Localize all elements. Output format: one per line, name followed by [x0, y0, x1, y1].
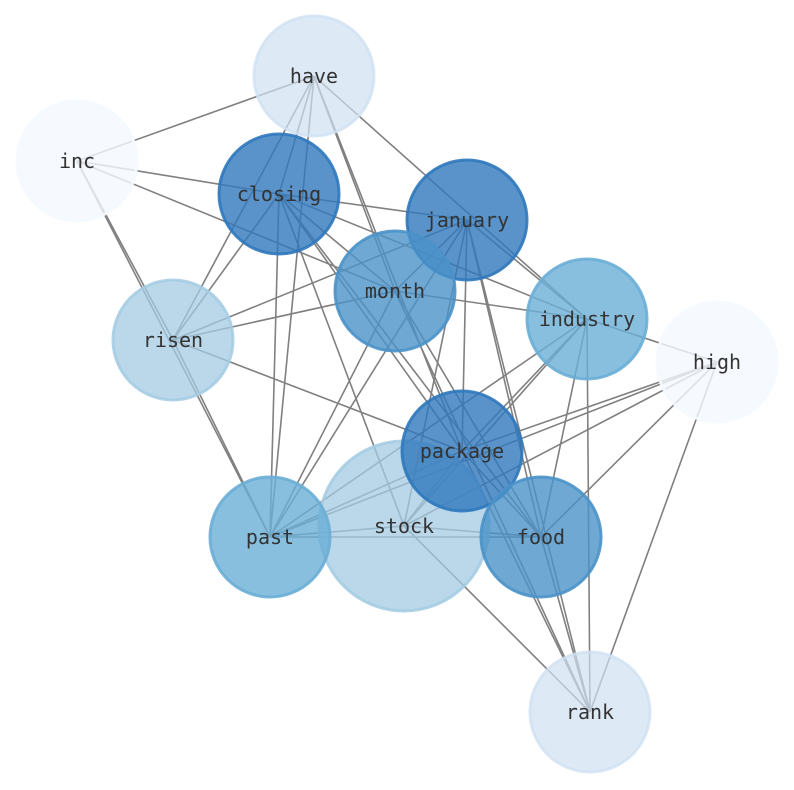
node-circle-past[interactable] — [208, 475, 332, 599]
node-inc[interactable]: inc — [15, 99, 139, 223]
node-circle-month[interactable] — [333, 229, 457, 353]
node-label-food: food — [517, 525, 565, 549]
node-label-rank: rank — [566, 700, 614, 724]
node-label-inc: inc — [59, 149, 95, 173]
node-label-stock: stock — [374, 514, 434, 538]
node-circle-industry[interactable] — [525, 257, 649, 381]
node-label-month: month — [365, 279, 425, 303]
node-circle-closing[interactable] — [217, 132, 341, 256]
node-high[interactable]: high — [655, 300, 779, 424]
node-label-industry: industry — [539, 307, 635, 331]
node-industry[interactable]: industry — [525, 257, 649, 381]
node-circle-risen[interactable] — [111, 278, 235, 402]
nodes-layer: have inc closing january month industry risen h… — [15, 14, 779, 774]
node-label-january: january — [425, 208, 509, 232]
node-past[interactable]: past — [208, 475, 332, 599]
node-circle-inc[interactable] — [15, 99, 139, 223]
edge-january-rank — [466, 219, 591, 713]
node-circle-package[interactable] — [400, 389, 524, 513]
edge-high-rank — [589, 361, 718, 713]
node-month[interactable]: month — [333, 229, 457, 353]
node-label-risen: risen — [143, 328, 203, 352]
node-circle-rank[interactable] — [528, 650, 652, 774]
node-label-closing: closing — [237, 182, 321, 206]
node-label-package: package — [420, 439, 504, 463]
node-circle-high[interactable] — [655, 300, 779, 424]
node-rank[interactable]: rank — [528, 650, 652, 774]
node-package[interactable]: package — [400, 389, 524, 513]
node-circle-have[interactable] — [252, 14, 376, 138]
node-label-have: have — [290, 64, 338, 88]
node-label-past: past — [246, 525, 294, 549]
node-risen[interactable]: risen — [111, 278, 235, 402]
node-closing[interactable]: closing — [217, 132, 341, 256]
node-have[interactable]: have — [252, 14, 376, 138]
node-label-high: high — [693, 350, 741, 374]
node-food[interactable]: food — [479, 475, 603, 599]
node-circle-food[interactable] — [479, 475, 603, 599]
